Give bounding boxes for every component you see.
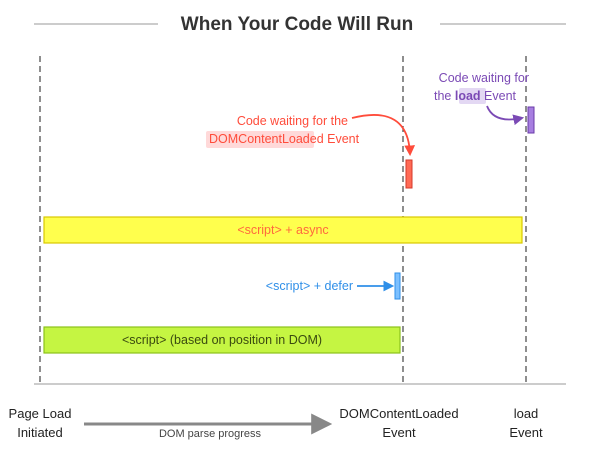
- load-code-marker: [527, 106, 535, 134]
- load-note-line1: Code waiting for: [439, 71, 529, 85]
- diagram-title: When Your Code Will Run: [181, 14, 413, 35]
- position-bar: [43, 326, 401, 354]
- progress-label: DOM parse progress: [159, 428, 262, 440]
- async-bar: [43, 216, 523, 244]
- defer-label: <script> + defer: [266, 279, 353, 293]
- dcl-axis-line1: DOMContentLoaded: [339, 406, 458, 421]
- position-bar-label: <script> (based on position in DOM): [122, 333, 322, 347]
- dcl-axis-line2: Event: [382, 425, 416, 440]
- load-note-arrow: [486, 105, 525, 126]
- dcl-code-marker: [405, 159, 413, 189]
- load-axis-line1: load: [514, 406, 539, 421]
- load-axis-line2: Event: [509, 425, 543, 440]
- async-bar-label: <script> + async: [237, 223, 328, 237]
- dcl-note-line1: Code waiting for the: [237, 114, 348, 128]
- start-label-line1: Page Load: [9, 406, 72, 421]
- load-note-line2: the load Event: [434, 89, 517, 103]
- load-highlight: [459, 88, 486, 104]
- dcl-note-arrow: [351, 114, 416, 157]
- dcl-highlight: [206, 131, 314, 148]
- defer-code-marker: [394, 272, 401, 300]
- dcl-note-line2: DOMContentLoaded Event: [209, 132, 360, 146]
- start-label-line2: Initiated: [17, 425, 63, 440]
